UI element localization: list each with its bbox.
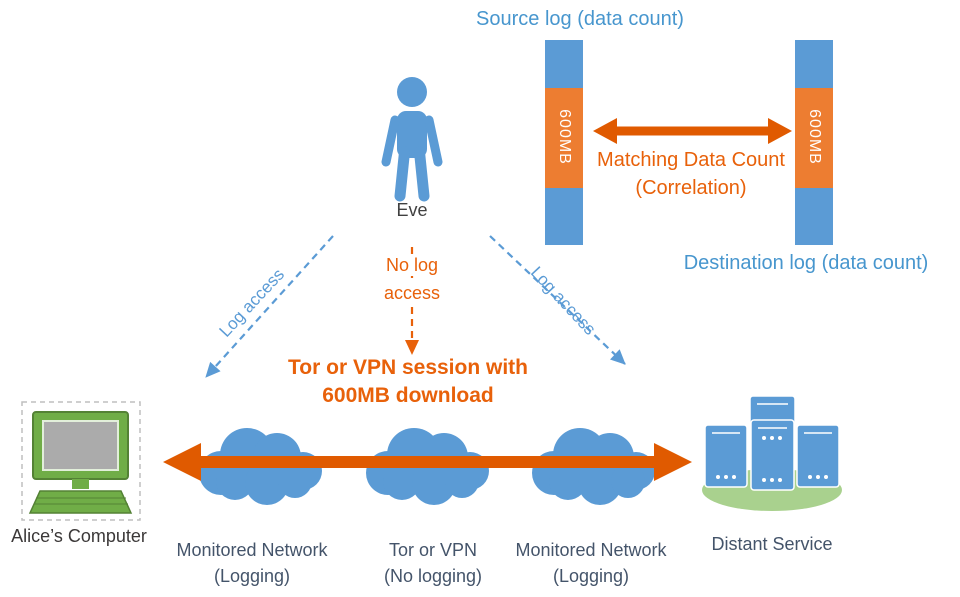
destination-log-bar	[795, 40, 833, 245]
tor-vpn-label-line1: Tor or VPN	[388, 540, 478, 560]
eve-label: Eve	[396, 200, 428, 220]
eve-person-icon	[381, 77, 443, 202]
session-label-line1: Tor or VPN session with	[288, 356, 528, 379]
session-label-line2: 600MB download	[322, 384, 494, 407]
distant-service-label: Distant Service	[711, 534, 833, 554]
no-log-access-label-line2: access	[380, 283, 444, 304]
correlation-arrow	[593, 118, 792, 144]
source-log-label: Source log (data count)	[476, 8, 684, 30]
session-arrow	[163, 443, 692, 481]
monitored-right-label-line1: Monitored Network	[515, 540, 667, 560]
source-bar-value: 600MB	[556, 109, 573, 165]
dest-bar-value: 600MB	[806, 109, 823, 165]
destination-log-label: Destination log (data count)	[683, 252, 929, 274]
log-access-arrow-left	[205, 235, 334, 378]
computer-icon	[21, 401, 141, 521]
tor-vpn-label-line2: (No logging)	[383, 566, 483, 586]
alice-computer-label: Alice’s Computer	[11, 526, 147, 546]
matching-data-count-label: Matching Data Count	[597, 149, 785, 171]
monitored-left-label-line2: (Logging)	[213, 566, 291, 586]
no-log-access-label-line1: No log	[382, 255, 442, 276]
server-icon	[702, 395, 842, 511]
source-log-bar	[545, 40, 583, 245]
monitored-right-label-line2: (Logging)	[552, 566, 630, 586]
monitored-left-label-line1: Monitored Network	[176, 540, 328, 560]
correlation-label: (Correlation)	[635, 177, 747, 199]
